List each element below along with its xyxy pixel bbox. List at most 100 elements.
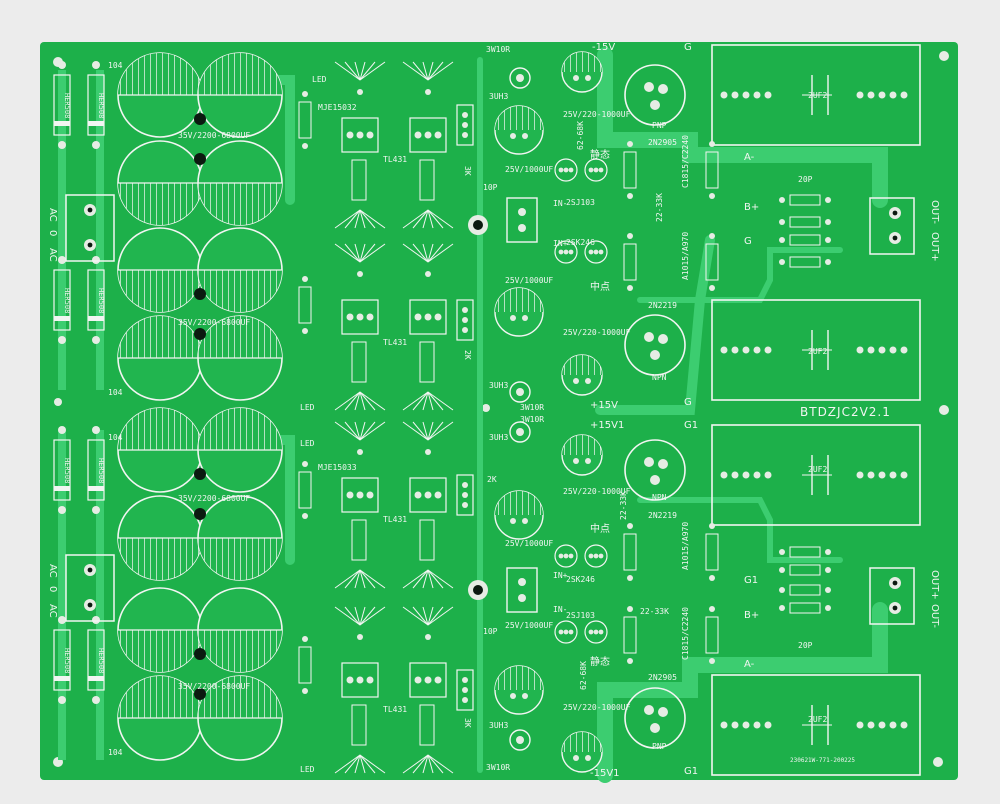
heatsink-mark — [402, 421, 429, 441]
pad — [889, 471, 897, 479]
diode-band — [88, 316, 104, 321]
capacitor-polarity-hatch — [198, 270, 282, 312]
pad — [779, 567, 785, 573]
resistor-outline — [298, 101, 312, 139]
pad — [825, 237, 831, 243]
pad — [658, 707, 668, 717]
pad — [462, 697, 468, 703]
heatsink-mark — [359, 243, 386, 263]
pad — [516, 736, 524, 744]
heatsink-mark — [412, 754, 429, 774]
film-capacitor — [711, 44, 921, 146]
pad — [558, 629, 564, 635]
resistor-outline — [419, 519, 435, 561]
resistor — [298, 461, 312, 519]
heatsink-mark — [427, 606, 454, 626]
heatsink-mark — [354, 569, 361, 589]
pad — [573, 378, 579, 384]
pad — [302, 91, 308, 97]
heatsink-mark — [402, 243, 429, 263]
cap-hatch — [495, 491, 543, 515]
pad — [302, 688, 308, 694]
resistor — [779, 564, 831, 576]
pad — [356, 676, 364, 684]
resistor-outline — [298, 646, 312, 684]
resistor — [623, 233, 637, 291]
diode: HER508 — [87, 61, 105, 149]
svg-text:25V/1000UF: 25V/1000UF — [505, 276, 553, 285]
pad — [414, 676, 422, 684]
svg-text:25V/220-1000UF: 25V/220-1000UF — [563, 328, 631, 337]
pad — [92, 506, 100, 514]
svg-text:25V/220-1000UF: 25V/220-1000UF — [563, 703, 631, 712]
copper-traces — [235, 47, 888, 783]
via-hole — [194, 648, 206, 660]
inductor-outline — [509, 67, 531, 89]
resistor-outline — [789, 256, 821, 268]
svg-text:LED: LED — [300, 765, 315, 774]
pad — [558, 167, 564, 173]
svg-text:2N2905: 2N2905 — [648, 138, 677, 147]
heatsink-mark — [359, 391, 386, 411]
transistor-outline — [584, 240, 608, 264]
cap-hatch — [562, 52, 602, 72]
pad — [510, 518, 516, 524]
diode-outline — [87, 439, 105, 501]
pad — [878, 91, 886, 99]
pad — [522, 693, 528, 699]
pad — [709, 193, 715, 199]
svg-text:35V/2200-6800UF: 35V/2200-6800UF — [178, 494, 250, 503]
pad — [598, 249, 604, 255]
terminal-outline — [506, 567, 538, 613]
svg-text:AC: AC — [47, 604, 58, 618]
pad — [650, 100, 660, 110]
to3-transistor — [624, 314, 686, 376]
pad — [650, 723, 660, 733]
pad — [764, 91, 772, 99]
heatsink-mark — [427, 754, 434, 774]
pad — [779, 237, 785, 243]
transistor-outline — [584, 544, 608, 568]
resistor-outline — [298, 471, 312, 509]
output-terminal-bottom — [869, 567, 915, 625]
pad — [462, 687, 468, 693]
pad — [779, 219, 785, 225]
capacitor-polarity-hatch — [198, 53, 282, 95]
pad — [720, 721, 728, 729]
pad — [357, 634, 363, 640]
pad — [764, 346, 772, 354]
pad — [302, 328, 308, 334]
to3-transistor — [624, 687, 686, 749]
heatsink-mark — [334, 754, 361, 774]
resistor — [705, 523, 719, 581]
pad — [425, 634, 431, 640]
small-transistor — [554, 620, 578, 644]
pad — [825, 197, 831, 203]
pad — [878, 721, 886, 729]
capacitor-polarity-hatch — [118, 270, 202, 312]
heatsink-mark — [422, 754, 429, 774]
capacitor-cluster — [117, 407, 283, 581]
pad — [356, 131, 364, 139]
resistor — [779, 216, 831, 228]
svg-text:MJE15033: MJE15033 — [318, 463, 357, 472]
small-components — [298, 67, 831, 751]
pad — [731, 346, 739, 354]
svg-text:2SJ103: 2SJ103 — [566, 198, 595, 207]
pad — [302, 513, 308, 519]
transistor-bay — [334, 61, 386, 229]
heatsink-mark — [359, 61, 366, 81]
inductor — [509, 729, 531, 751]
svg-text:104: 104 — [108, 61, 123, 70]
capacitor-cluster — [117, 52, 283, 226]
pad — [585, 75, 591, 81]
pad — [92, 616, 100, 624]
resistor-outline — [789, 564, 821, 576]
svg-text:IN-: IN- — [553, 199, 567, 208]
svg-text:3W10R: 3W10R — [486, 763, 510, 772]
electrolytic-cap — [494, 105, 544, 155]
svg-text:2UF2: 2UF2 — [808, 91, 827, 100]
pad — [366, 491, 374, 499]
svg-text:25V/1000UF: 25V/1000UF — [505, 165, 553, 174]
